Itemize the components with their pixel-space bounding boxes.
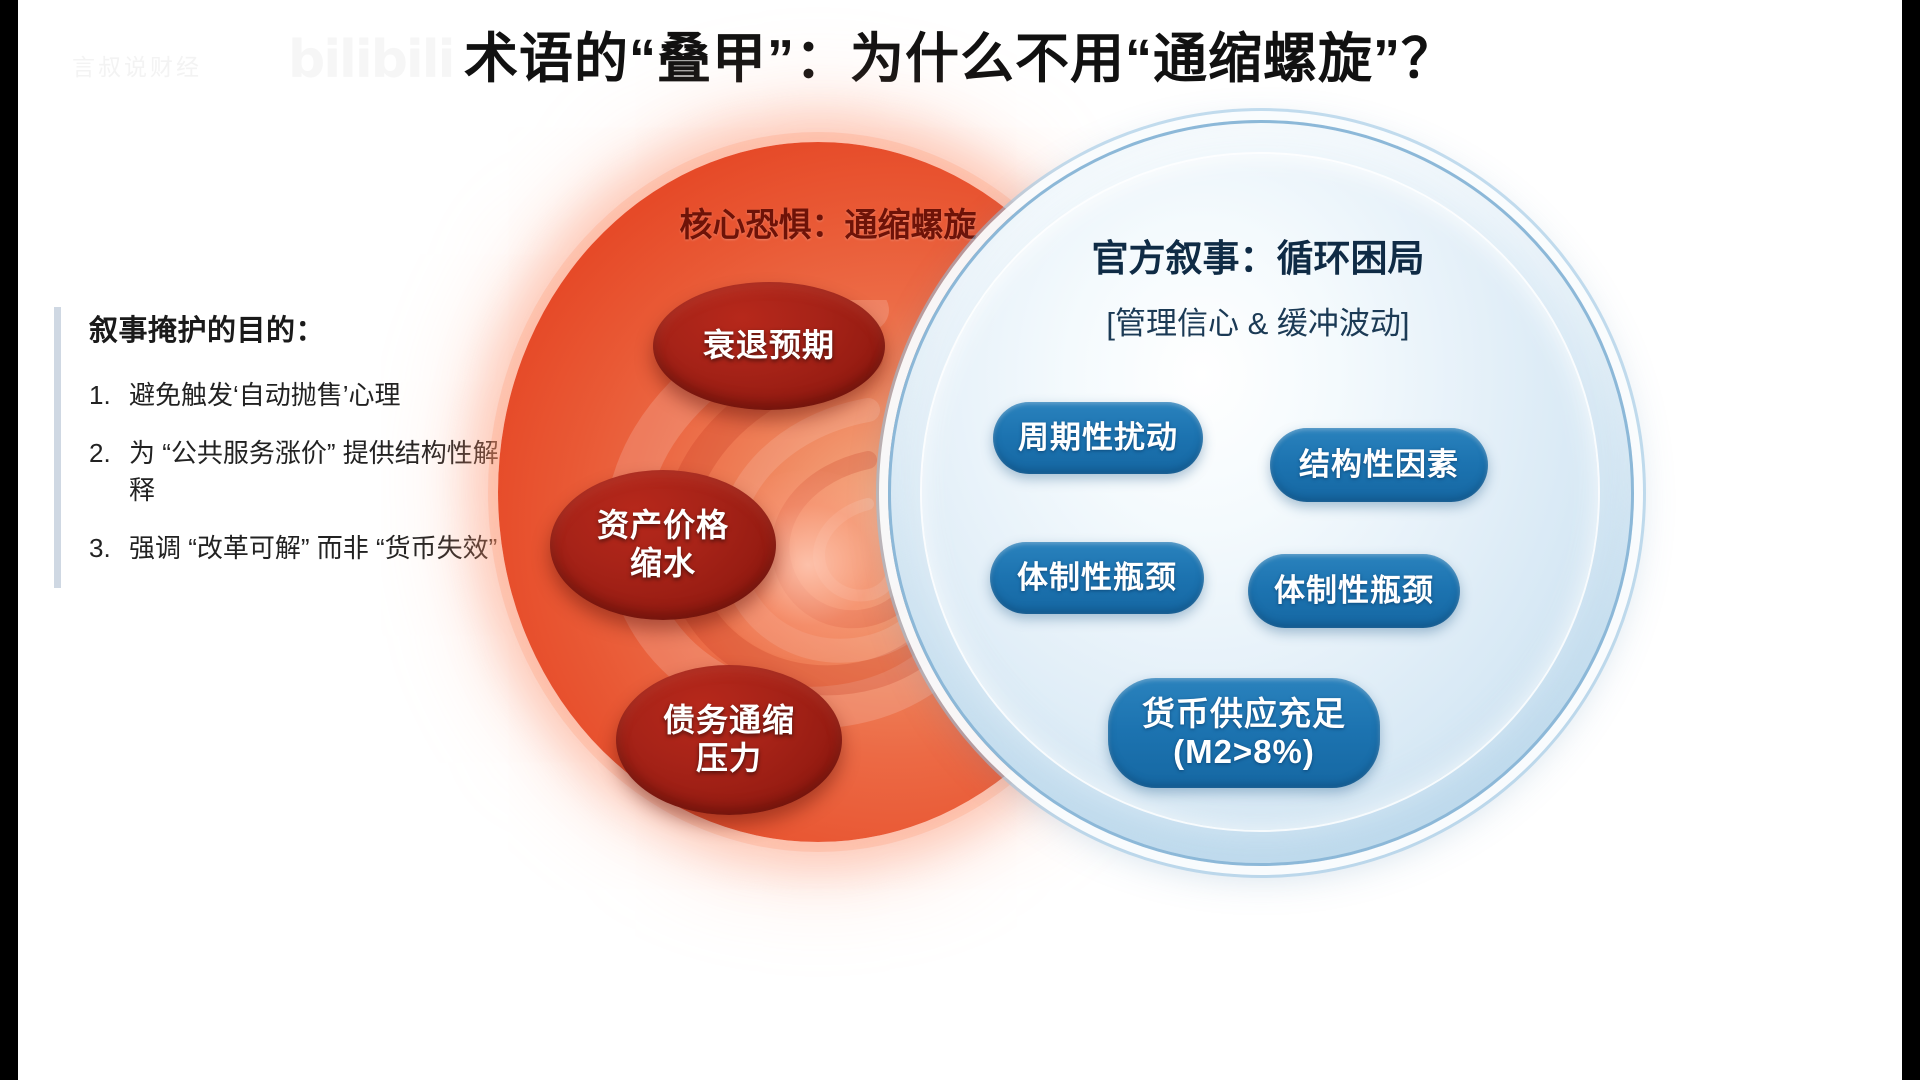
list-item-number: 1. [89,380,111,410]
red-node-asset-price-shrink: 资产价格 缩水 [550,470,776,620]
blue-sphere-title: 官方叙事：循环困局 [1091,238,1425,279]
blue-pill-institutional-bottleneck-left: 体制性瓶颈 [990,542,1204,614]
red-node-debt-deflation-pressure: 债务通缩 压力 [616,665,842,815]
pill-line-2: (M2>8%) [1173,733,1315,770]
node-line-2: 缩水 [629,545,696,581]
slide-canvas: 言叔说财经 bilibili 术语的“叠甲”：为什么不用“通缩螺旋”？ 叙事掩护… [18,0,1902,1080]
pill-line-1: 货币供应充足 [1142,695,1346,733]
list-item-number: 2. [89,437,111,468]
node-line-1: 衰退预期 [702,327,835,364]
red-node-recession-expectation: 衰退预期 [653,282,885,410]
left-panel-heading: 叙事掩护的目的： [89,315,326,347]
list-item-number: 3. [89,533,111,564]
venn-diagram: 核心恐惧：通缩螺旋 衰退预期 资产价格 缩水 债务通缩 压力 [408,120,1902,980]
red-sphere-label: 核心恐惧：通缩螺旋 [679,206,977,243]
blue-pill-ample-money-supply: 货币供应充足 (M2>8%) [1108,678,1380,788]
list-item-text: 避免触发‘自动抛售’心理 [129,380,401,410]
blue-pill-structural-factors: 结构性因素 [1270,428,1488,502]
list-item-text: 强调 “改革可解” 而非 “货币失效” [129,533,498,564]
pill-line-1: 体制性瓶颈 [1274,573,1434,609]
blue-pill-cyclical-disturbance: 周期性扰动 [993,402,1203,474]
blue-pill-institutional-bottleneck-right: 体制性瓶颈 [1248,554,1460,628]
list-item-text: 为 “公共服务涨价” 提供结构性解释 [129,437,499,506]
pill-line-1: 结构性因素 [1299,447,1459,483]
list-item: 2. 为 “公共服务涨价” 提供结构性解释 [89,435,519,510]
narrative-purpose-panel: 叙事掩护的目的： 1. 避免触发‘自动抛售’心理 2. 为 “公共服务涨价” 提… [54,307,519,588]
node-line-1: 债务通缩 [662,702,795,739]
slide-title: 术语的“叠甲”：为什么不用“通缩螺旋”？ [464,29,1456,89]
blue-sphere-subtitle: [管理信心 & 缓冲波动] [1106,306,1410,341]
node-line-1: 资产价格 [596,507,729,544]
list-item: 1. 避免触发‘自动抛售’心理 [89,377,519,415]
pill-line-1: 周期性扰动 [1018,420,1178,456]
node-line-2: 压力 [695,740,762,776]
list-item: 3. 强调 “改革可解” 而非 “货币失效” [89,530,519,568]
pill-line-1: 体制性瓶颈 [1017,560,1177,596]
